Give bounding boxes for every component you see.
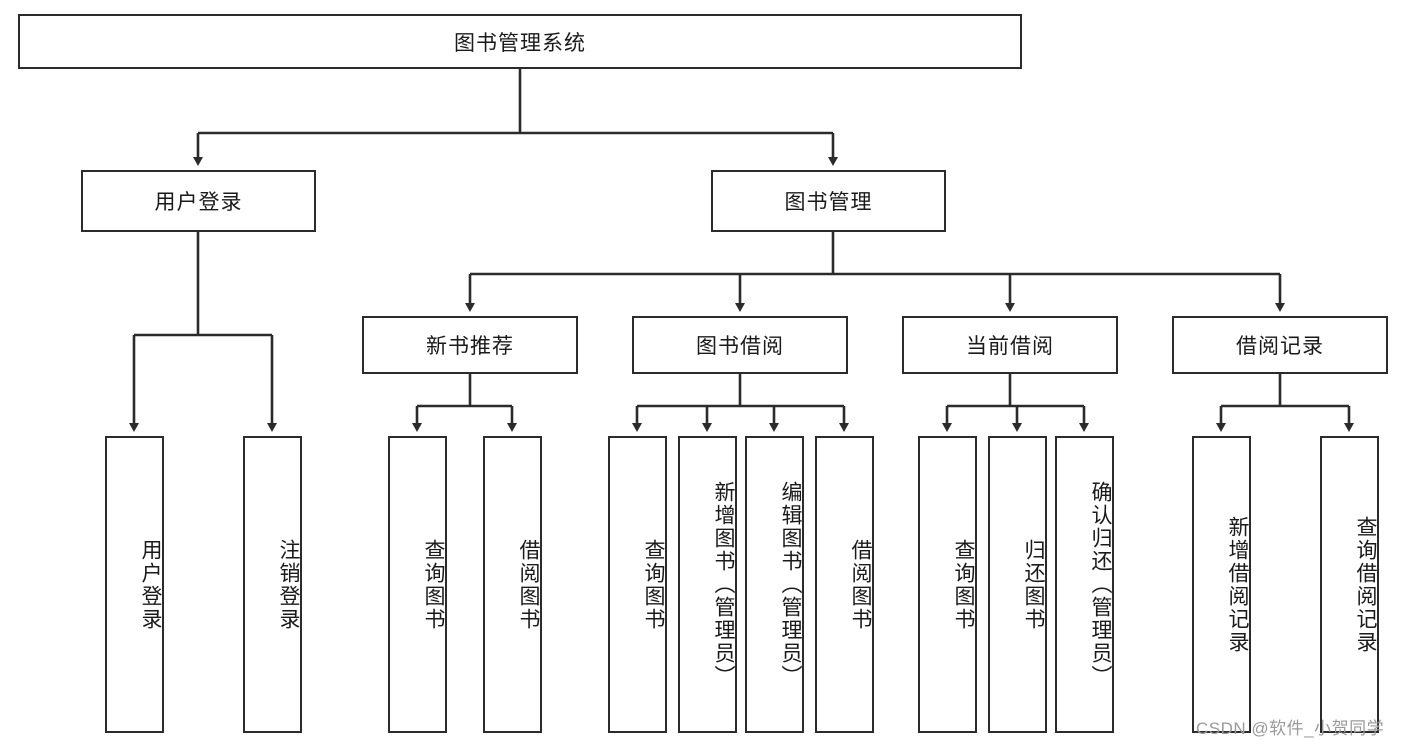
node-label: 图书管理系统 (454, 31, 586, 55)
node-leaf-confirm-return-admin[interactable]: 确认归还（管理员） (1055, 436, 1114, 733)
node-label: 图书借阅 (696, 335, 784, 358)
node-label: 当前借阅 (966, 335, 1054, 358)
node-label: 借阅记录 (1236, 335, 1324, 358)
node-leaf-query-book-current[interactable]: 查询图书 (918, 436, 977, 733)
csdn-watermark: CSDN @软件_小贺同学 (1196, 719, 1385, 738)
node-leaf-user-login[interactable]: 用户登录 (105, 436, 164, 733)
node-book-borrow[interactable]: 图书借阅 (632, 316, 848, 374)
node-label: 新书推荐 (426, 335, 514, 358)
node-label: 注销登录 (277, 538, 300, 631)
node-leaf-edit-book-admin[interactable]: 编辑图书（管理员） (745, 436, 804, 733)
node-leaf-add-book-admin[interactable]: 新增图书（管理员） (678, 436, 737, 733)
node-book-manage[interactable]: 图书管理 (711, 170, 946, 232)
node-label: 借阅图书 (517, 538, 540, 631)
node-borrow-record[interactable]: 借阅记录 (1172, 316, 1388, 374)
node-label: 新增图书（管理员） (712, 481, 735, 688)
node-leaf-query-book-recommend[interactable]: 查询图书 (388, 436, 447, 733)
node-leaf-user-logout[interactable]: 注销登录 (243, 436, 302, 733)
node-leaf-query-borrow-record[interactable]: 查询借阅记录 (1320, 436, 1379, 733)
node-label: 查询借阅记录 (1354, 515, 1377, 654)
node-label: 借阅图书 (849, 538, 872, 631)
node-leaf-borrow-book[interactable]: 借阅图书 (815, 436, 874, 733)
node-new-book-recommend[interactable]: 新书推荐 (362, 316, 578, 374)
node-current-borrow[interactable]: 当前借阅 (902, 316, 1118, 374)
node-label: 查询图书 (952, 538, 975, 631)
node-leaf-add-borrow-record[interactable]: 新增借阅记录 (1192, 436, 1251, 733)
node-leaf-borrow-book-recommend[interactable]: 借阅图书 (483, 436, 542, 733)
node-label: 查询图书 (642, 538, 665, 631)
node-label: 归还图书 (1022, 538, 1045, 631)
node-root-system[interactable]: 图书管理系统 (18, 14, 1022, 69)
node-leaf-return-book[interactable]: 归还图书 (988, 436, 1047, 733)
node-label: 用户登录 (154, 191, 243, 214)
node-user-login[interactable]: 用户登录 (81, 170, 316, 232)
node-label: 查询图书 (422, 538, 445, 631)
node-label: 新增借阅记录 (1226, 515, 1249, 654)
node-label: 编辑图书（管理员） (779, 481, 802, 688)
node-label: 确认归还（管理员） (1089, 481, 1112, 688)
node-label: 用户登录 (139, 538, 162, 631)
node-leaf-query-book-borrow[interactable]: 查询图书 (608, 436, 667, 733)
node-label: 图书管理 (784, 191, 873, 214)
